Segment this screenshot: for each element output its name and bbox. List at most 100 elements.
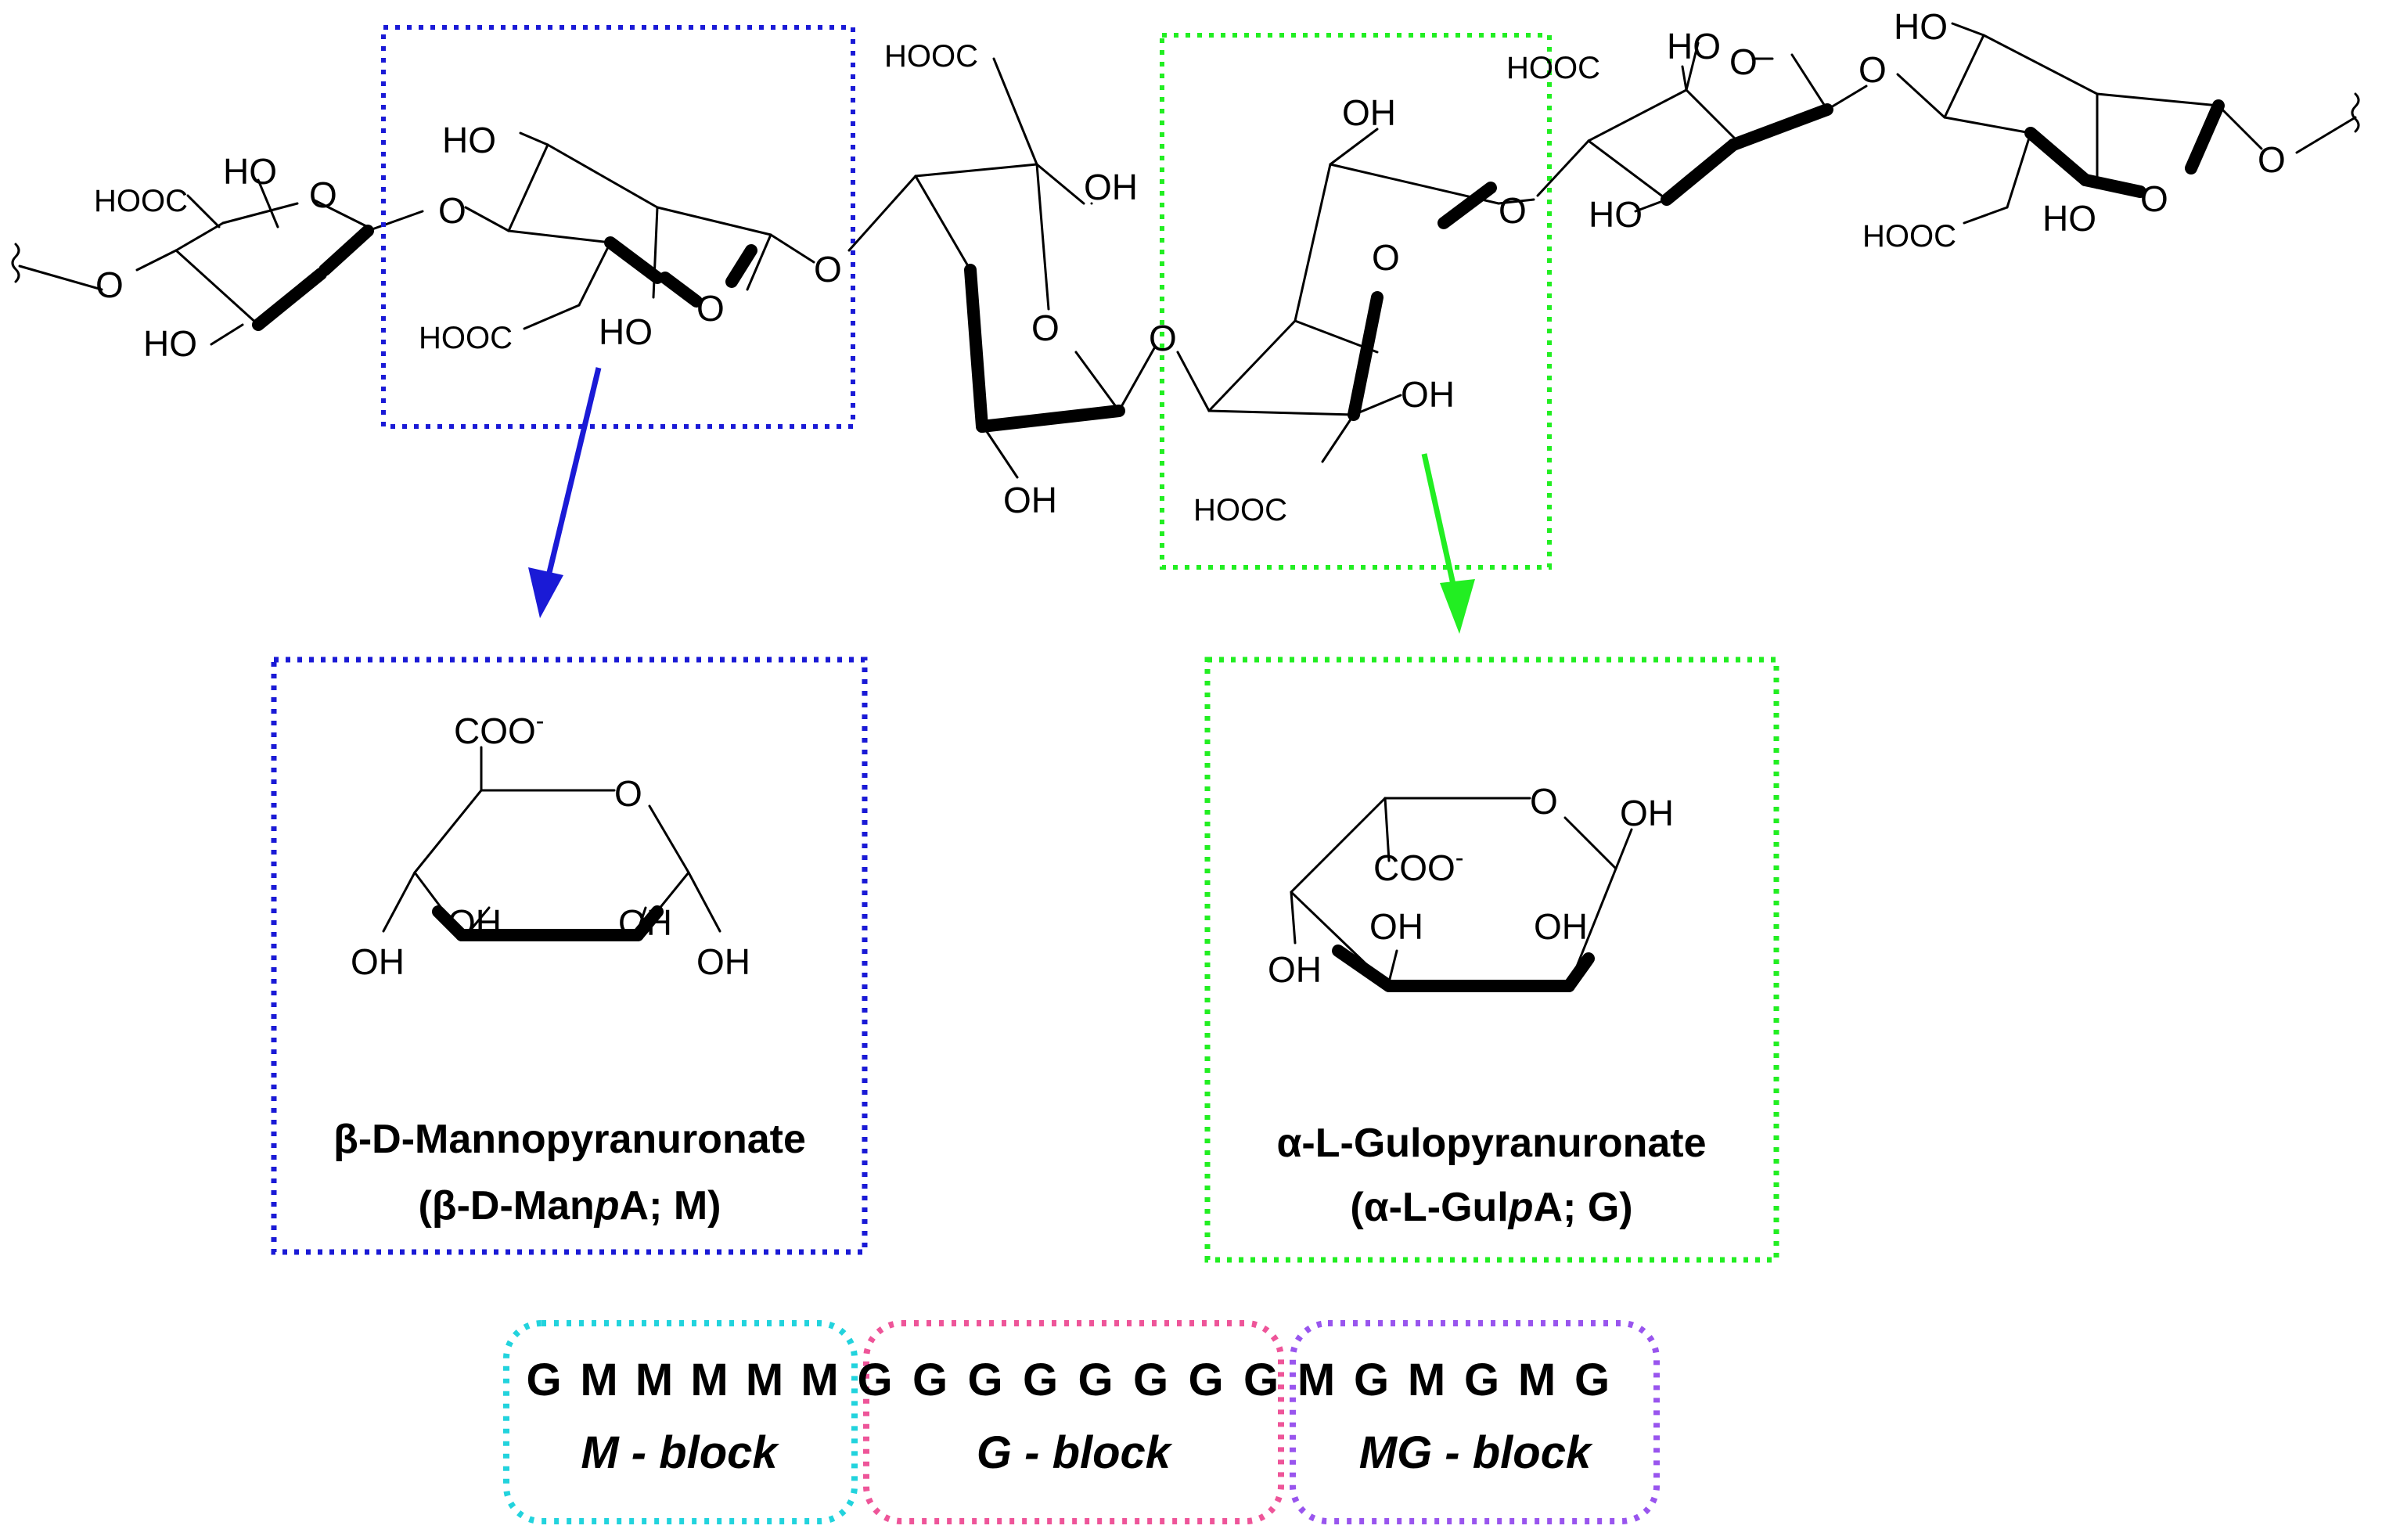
monomer-g-structure [1290, 797, 1633, 992]
monomer-m-oh-4: OH [351, 941, 405, 982]
sequence-letter: G [912, 1355, 948, 1405]
monomer-m-coo-charge: - [536, 707, 545, 735]
ring-2-ho-top: HO [442, 120, 496, 160]
ring-5-ho-top: HO [1667, 26, 1721, 67]
alginate-polymer-chain: O HOOC HO O HO O HO HOOC HO O O [11, 6, 2360, 570]
ring-1-linkage-o: O [95, 264, 124, 305]
g-block-label: G - block [977, 1427, 1173, 1478]
monomer-g-abbrev-prefix: (α-L-Gul [1350, 1185, 1508, 1230]
ring-3-ring-o: O [1031, 308, 1060, 348]
ring-3-guluronate [847, 57, 1156, 479]
monomer-g-box [1204, 657, 1779, 1263]
ring-1-mannuronate [135, 178, 424, 346]
ring-5-hooc: HOOC [1506, 51, 1600, 85]
arrow-to-mannuronate [528, 367, 602, 618]
mannuronate-highlight-box [381, 25, 855, 429]
ring-6-ho-bottom: HO [2042, 198, 2096, 239]
monomer-m-abbrev-suffix: A; M) [620, 1183, 721, 1229]
monomer-g-oh-1: OH [1620, 793, 1674, 833]
sequence-letter: M [746, 1355, 783, 1405]
sequence-letter: M [1297, 1355, 1335, 1405]
ring-2-glycosidic-o: O [814, 249, 842, 290]
monomer-m-abbrev: (β-D-ManpA; M) [419, 1183, 721, 1229]
monomer-m-structure [382, 746, 721, 941]
ring-2-linkage-o: O [438, 190, 466, 231]
ring-6-mannuronate [1896, 22, 2360, 225]
monomer-m-ring-o: O [614, 773, 642, 814]
sequence-letter: M [1518, 1355, 1556, 1405]
ring-5-ring-o: O [1729, 41, 1758, 82]
m-block-label: M - block [581, 1427, 779, 1478]
sequence-letter: G [1354, 1355, 1389, 1405]
ring-1-ho-bottom: HO [143, 323, 197, 364]
chain-terminus-left [11, 243, 20, 283]
ring-2-hooc: HOOC [419, 321, 513, 355]
ring-5-ho-bottom: HO [1589, 194, 1643, 235]
monomer-m-box [271, 657, 868, 1255]
monomer-g-oh-2: OH [1534, 906, 1588, 947]
ring-4-ring-o: O [1372, 237, 1400, 278]
ring-5-glycosidic-o: O [1858, 49, 1887, 90]
sequence-letter: G [1464, 1355, 1499, 1405]
ring-2-ring-o: O [696, 288, 725, 329]
ring-1-ring-o: O [309, 175, 337, 215]
monomer-g-abbrev: (α-L-GulpA; G) [1350, 1185, 1632, 1230]
sequence-letter: G [1243, 1355, 1279, 1405]
ring-1-hooc: HOOC [94, 184, 188, 218]
ring-4-hooc: HOOC [1193, 493, 1287, 527]
ring-6-ho-top: HO [1894, 6, 1948, 47]
ring-4-oh-right: OH [1401, 374, 1455, 415]
ring-4-oh-top: OH [1342, 92, 1396, 133]
monomer-g-oh-4: OH [1268, 949, 1322, 990]
ring-2-mannuronate [464, 131, 815, 330]
ring-6-ring-o: O [2140, 178, 2168, 219]
ring-3-oh-bottom: OH [1003, 480, 1057, 520]
monomer-m-name: β-D-Mannopyranuronate [333, 1117, 806, 1162]
sequence-letter: G [1188, 1355, 1223, 1405]
sequence-letter: G [1574, 1355, 1610, 1405]
monomer-m-abbrev-italic: p [593, 1183, 620, 1229]
sequence-letter: G [1078, 1355, 1113, 1405]
sequence-letter: M [635, 1355, 673, 1405]
mg-block-box [1290, 1320, 1660, 1524]
ring-4-glycosidic-o: O [1499, 190, 1527, 231]
sequence-letter: M [580, 1355, 617, 1405]
monomer-m-coo-text: COO [454, 711, 536, 751]
ring-3-oh-right: OH [1084, 167, 1138, 207]
mg-block-label: MG - block [1359, 1427, 1593, 1478]
monomer-g-name: α-L-Gulopyranuronate [1276, 1121, 1706, 1166]
ring-5-mannuronate [1536, 41, 1868, 213]
ring-6-glycosidic-o: O [2258, 139, 2286, 180]
monomer-g-coo-text: COO [1373, 847, 1455, 888]
ring-6-hooc: HOOC [1862, 219, 1956, 254]
sequence-letter: G [967, 1355, 1002, 1405]
ring-2-ho-bottom: HO [599, 311, 653, 352]
ring-1-ho-top: HO [223, 151, 277, 192]
monomer-g-coo: COO- [1373, 844, 1463, 888]
monomer-m-coo: COO- [454, 707, 544, 751]
monomer-m-abbrev-prefix: (β-D-Man [419, 1183, 595, 1229]
guluronate-highlight-box [1160, 33, 1552, 570]
ring-4-guluronate [1176, 128, 1535, 463]
m-block-box [503, 1320, 858, 1524]
ring-3-hooc: HOOC [884, 39, 978, 74]
arrow-to-guluronate [1421, 453, 1475, 634]
chain-terminus-right [2351, 92, 2360, 133]
sequence-letter: G [1023, 1355, 1058, 1405]
sequence-letter: M [801, 1355, 838, 1405]
monomer-g-abbrev-suffix: A; G) [1534, 1185, 1633, 1230]
monomer-m-oh-2: OH [618, 902, 672, 943]
monomer-g-ring-o: O [1530, 781, 1558, 822]
sequence-letter: G [1133, 1355, 1168, 1405]
sequence-letter: G [526, 1355, 561, 1405]
monomer-g-oh-3: OH [1369, 906, 1423, 947]
monomer-g-coo-charge: - [1455, 844, 1464, 872]
sequence-letter: M [690, 1355, 728, 1405]
g-block-box [863, 1320, 1284, 1524]
monomer-m-oh-1: OH [696, 941, 750, 982]
monomer-m-oh-3: OH [448, 902, 502, 943]
sequence-letter: M [1408, 1355, 1445, 1405]
